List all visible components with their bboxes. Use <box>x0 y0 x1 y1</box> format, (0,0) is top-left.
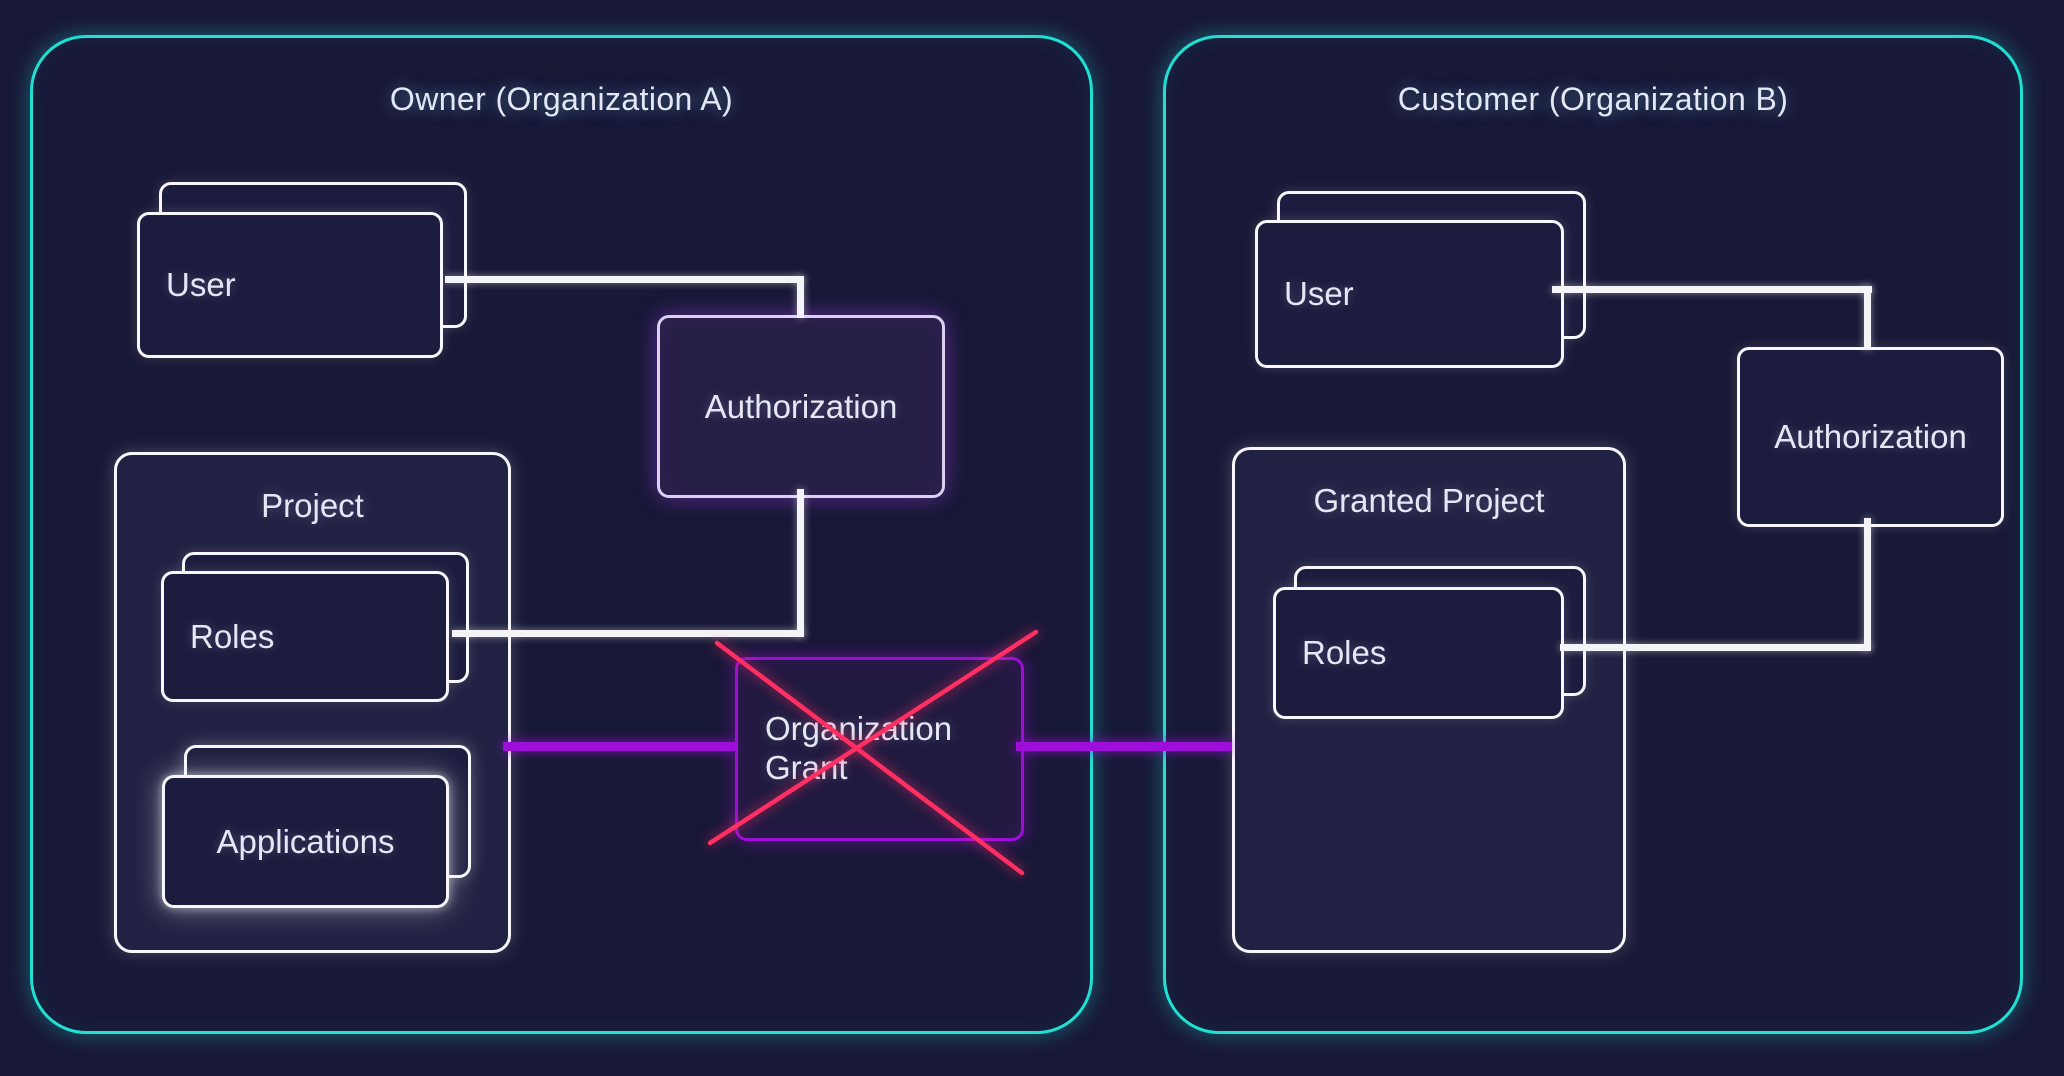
project-container-label: Project <box>261 487 364 524</box>
customer-roles-card: Roles <box>1273 587 1564 719</box>
owner-organization-panel: Owner (Organization A) <box>30 35 1093 1034</box>
organization-grant-card: Organization Grant <box>735 657 1024 841</box>
owner-applications-card: Applications <box>162 775 449 908</box>
connector-owner-user-authorization-horizontal <box>445 276 803 283</box>
owner-authorization-label: Authorization <box>704 387 898 425</box>
connector-grant-to-granted-project <box>1016 742 1232 751</box>
owner-roles-label: Roles <box>190 617 275 655</box>
customer-user-label: User <box>1284 275 1354 312</box>
cross-line-backslash <box>714 640 1025 876</box>
connector-owner-authorization-roles-horizontal <box>452 630 804 637</box>
connector-customer-authorization-roles-horizontal <box>1560 644 1871 651</box>
granted-project-container-label: Granted Project <box>1313 482 1545 519</box>
connector-project-to-grant <box>503 742 735 751</box>
connector-customer-user-authorization-vertical <box>1864 286 1871 350</box>
customer-user-card: User <box>1255 220 1564 368</box>
owner-user-card: User <box>137 212 443 358</box>
owner-applications-label: Applications <box>216 822 395 860</box>
connector-customer-user-authorization-horizontal <box>1552 286 1872 293</box>
connector-owner-user-authorization-vertical <box>797 276 804 318</box>
owner-roles-card: Roles <box>161 571 449 702</box>
owner-authorization-card: Authorization <box>657 315 945 498</box>
cross-line-slash <box>707 629 1039 846</box>
customer-organization-panel: Customer (Organization B) <box>1163 35 2023 1034</box>
customer-roles-label: Roles <box>1302 634 1387 671</box>
customer-authorization-label: Authorization <box>1774 418 1967 455</box>
connector-customer-authorization-roles-vertical <box>1864 518 1871 651</box>
customer-panel-title: Customer (Organization B) <box>1397 81 1789 117</box>
owner-panel-title: Owner (Organization A) <box>389 81 734 117</box>
owner-user-label: User <box>166 266 236 303</box>
connector-owner-authorization-roles-vertical <box>797 489 804 637</box>
